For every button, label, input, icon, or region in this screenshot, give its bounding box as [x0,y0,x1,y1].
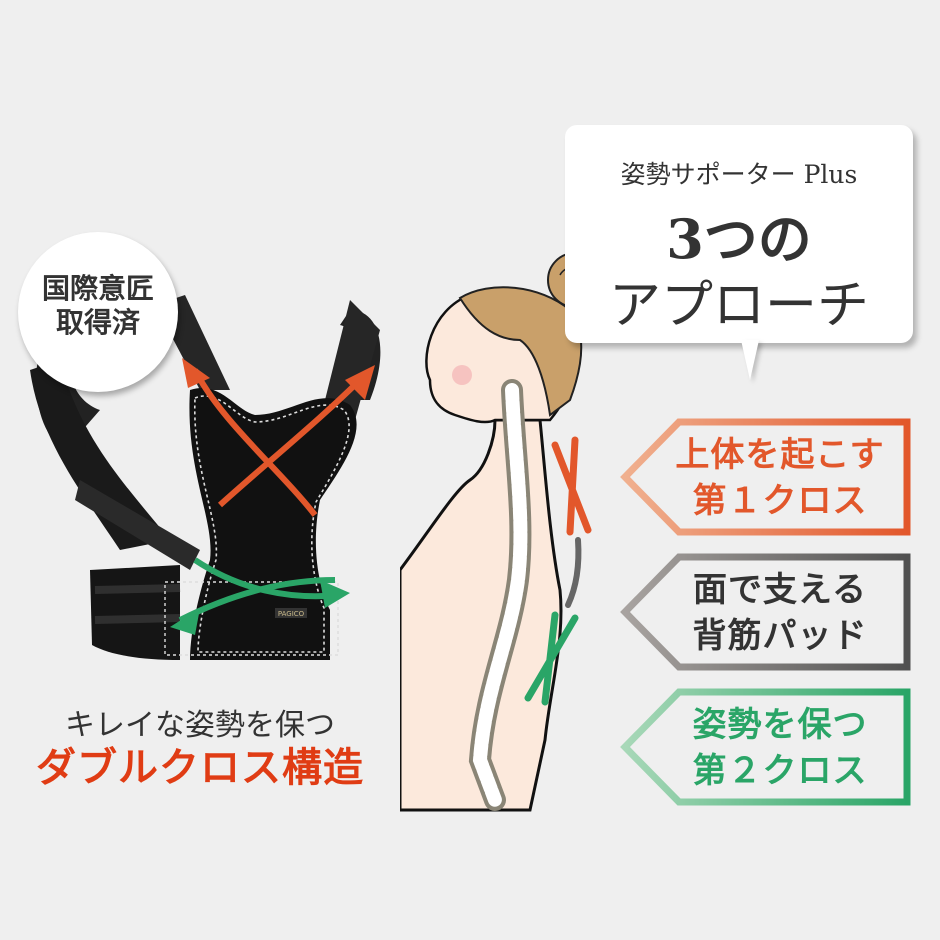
feature-line2: 第１クロス [692,481,868,521]
caption-subtitle: キレイな姿勢を保つ [65,708,335,743]
headline-line1: 3つの [666,207,812,271]
brand-label: PAGICO [278,610,305,618]
badge-line1: 国際意匠 [41,272,154,305]
caption-title: ダブルクロス構造 [36,745,364,791]
title-speech-bubble: 姿勢サポーター Plus 3つの アプローチ [565,125,913,343]
feature-first-cross: 上体を起こす 第１クロス [617,418,911,536]
headline-line2: アプローチ [608,276,869,336]
woman-spine-illustration [398,240,620,820]
feature-line2: 背筋パッド [692,616,868,656]
product-image: PAGICO [20,290,400,690]
speech-bubble-tail [741,340,759,380]
feature-line2: 第２クロス [692,751,868,791]
feature-line1: 姿勢を保つ [692,705,868,745]
design-registration-badge: 国際意匠 取得済 [18,232,178,392]
feature-line1: 上体を起こす [675,435,885,475]
feature-line1: 面で支える [693,570,867,610]
feature-back-pad: 面で支える 背筋パッド [617,553,911,671]
product-name: 姿勢サポーター Plus [620,160,858,189]
badge-line2: 取得済 [55,306,140,339]
feature-second-cross: 姿勢を保つ 第２クロス [617,688,911,806]
